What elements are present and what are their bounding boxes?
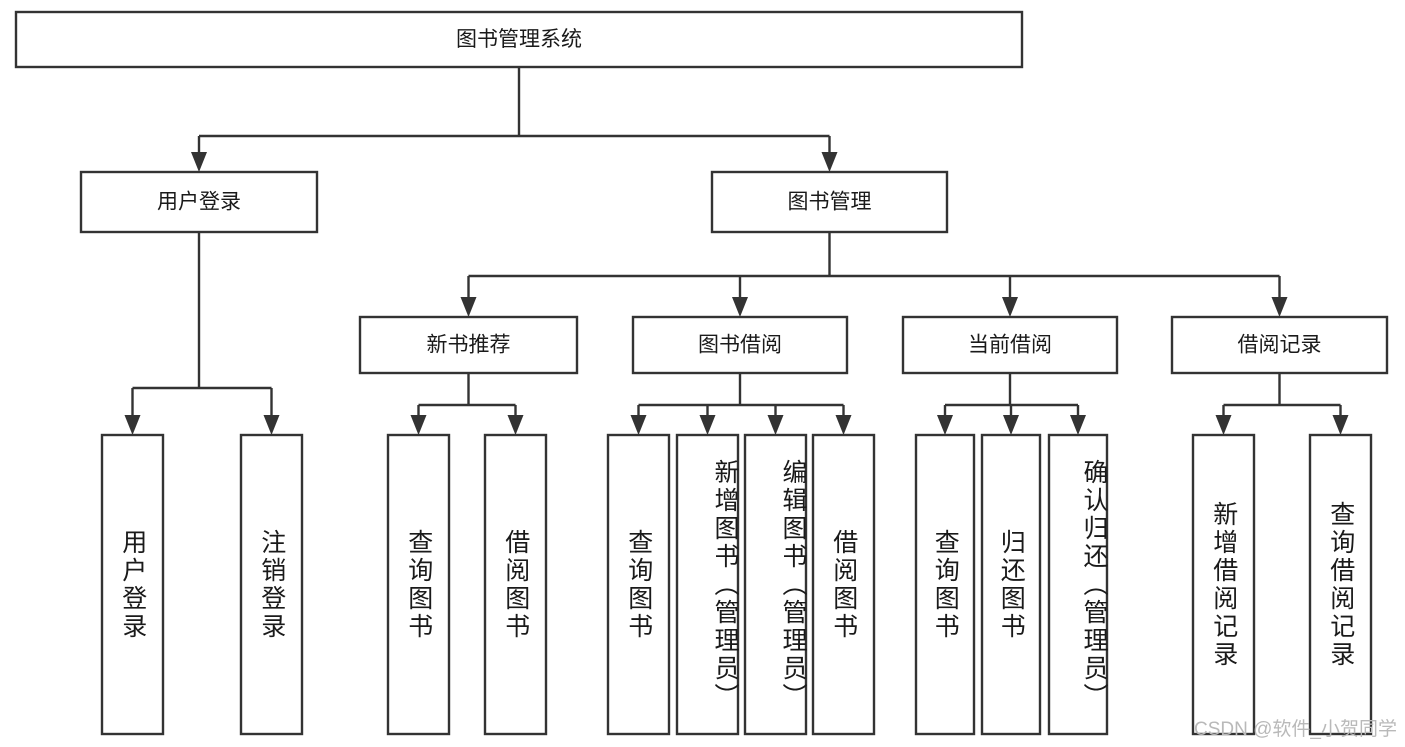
arrow-head-icon	[124, 415, 141, 435]
node-l3-当前借阅-rect	[901, 315, 1119, 375]
node-l3-当前借阅-label: 当前借阅	[968, 334, 1052, 357]
node-l2-图书管理[interactable]: 图书管理	[710, 170, 949, 234]
arrow-head-icon	[630, 415, 647, 435]
arrow-head-icon	[1332, 415, 1349, 435]
node-leaf-新增借阅记录-11[interactable]	[1191, 433, 1256, 736]
node-leaf-查询借阅记录-12-rect	[1308, 433, 1373, 736]
node-l2-用户登录-label: 用户登录	[157, 191, 241, 214]
arrow-head-icon	[1271, 297, 1288, 317]
arrow-head-icon	[835, 415, 852, 435]
arrow-head-icon	[1003, 415, 1019, 435]
node-leaf-编辑图书管理员-6-rect	[743, 433, 808, 736]
node-l3-新书推荐[interactable]: 新书推荐	[358, 315, 579, 375]
node-l2-用户登录[interactable]: 用户登录	[79, 170, 319, 234]
arrow-head-icon	[732, 297, 748, 317]
node-l3-借阅记录-label: 借阅记录	[1238, 334, 1322, 357]
node-l3-图书借阅-rect	[631, 315, 849, 375]
node-root-图书管理系统-rect	[14, 10, 1024, 69]
node-l3-当前借阅[interactable]: 当前借阅	[901, 315, 1119, 375]
node-leaf-归还图书-9[interactable]	[980, 433, 1042, 736]
arrow-head-icon	[699, 415, 716, 435]
node-leaf-查询图书-2[interactable]	[386, 433, 451, 736]
node-l3-图书借阅[interactable]: 图书借阅	[631, 315, 849, 375]
node-leaf-归还图书-9-rect	[980, 433, 1042, 736]
node-leaf-用户登录-0-rect	[100, 433, 165, 736]
node-leaf-编辑图书管理员-6[interactable]	[743, 433, 808, 736]
node-l3-新书推荐-label: 新书推荐	[427, 334, 511, 357]
arrow-head-icon	[263, 415, 280, 435]
node-leaf-新增图书管理员-5[interactable]	[675, 433, 740, 736]
arrow-head-icon	[191, 152, 207, 172]
arrow-head-icon	[460, 297, 477, 317]
node-leaf-查询图书-2-rect	[386, 433, 451, 736]
node-leaf-借阅图书-3[interactable]	[483, 433, 548, 736]
node-root-图书管理系统[interactable]: 图书管理系统	[14, 10, 1024, 69]
arrow-head-icon	[937, 415, 953, 435]
node-leaf-查询图书-8[interactable]	[914, 433, 976, 736]
node-l3-借阅记录[interactable]: 借阅记录	[1170, 315, 1389, 375]
node-leaf-新增借阅记录-11-rect	[1191, 433, 1256, 736]
node-l3-图书借阅-label: 图书借阅	[698, 334, 782, 357]
node-root-图书管理系统-label: 图书管理系统	[456, 28, 582, 51]
node-leaf-注销登录-1-rect	[239, 433, 304, 736]
node-leaf-查询借阅记录-12[interactable]	[1308, 433, 1373, 736]
node-l2-图书管理-rect	[710, 170, 949, 234]
node-leaf-查询图书-4-rect	[606, 433, 671, 736]
node-leaf-借阅图书-7-rect	[811, 433, 876, 736]
node-l3-新书推荐-rect	[358, 315, 579, 375]
arrow-head-icon	[507, 415, 524, 435]
node-leaf-新增图书管理员-5-rect	[675, 433, 740, 736]
watermark-text: CSDN @软件_小贺同学	[1194, 719, 1397, 740]
arrow-head-icon	[767, 415, 784, 435]
node-leaf-借阅图书-3-rect	[483, 433, 548, 736]
arrow-head-icon	[821, 152, 838, 172]
arrow-head-icon	[1215, 415, 1232, 435]
node-l3-借阅记录-rect	[1170, 315, 1389, 375]
node-leaf-用户登录-0[interactable]	[100, 433, 165, 736]
node-leaf-查询图书-4[interactable]	[606, 433, 671, 736]
node-leaf-注销登录-1[interactable]	[239, 433, 304, 736]
node-leaf-借阅图书-7[interactable]	[811, 433, 876, 736]
arrow-head-icon	[410, 415, 427, 435]
node-l2-用户登录-rect	[79, 170, 319, 234]
node-leaf-确认归还管理员-10-rect	[1047, 433, 1109, 736]
arrow-head-icon	[1070, 415, 1086, 435]
node-leaf-确认归还管理员-10[interactable]	[1047, 433, 1109, 736]
node-l2-图书管理-label: 图书管理	[788, 191, 872, 214]
node-leaf-查询图书-8-rect	[914, 433, 976, 736]
arrow-head-icon	[1002, 297, 1018, 317]
